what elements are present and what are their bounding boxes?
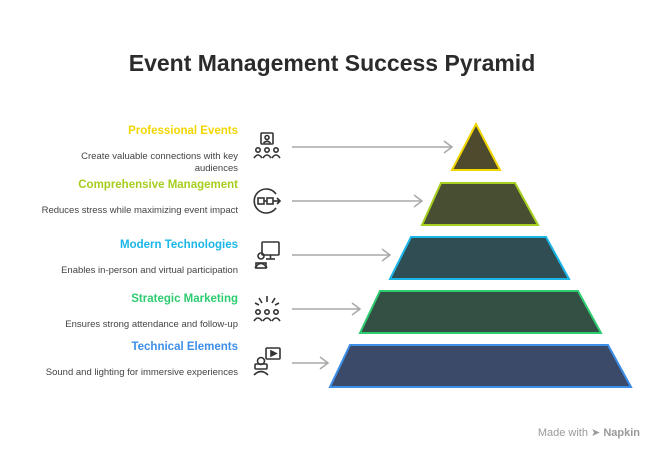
connector-arrow xyxy=(292,194,424,208)
pyramid-tier-modern-technologies xyxy=(388,236,571,280)
level-description: Sound and lighting for immersive experie… xyxy=(45,367,238,378)
connector-arrow xyxy=(292,302,362,316)
level-label-technical-elements: Technical Elements xyxy=(131,341,238,353)
process-management-icon xyxy=(252,186,282,216)
napkin-watermark: Made with ➤ Napkin xyxy=(538,426,640,439)
napkin-logo-icon: ➤ xyxy=(591,427,601,439)
networking-people-icon xyxy=(252,131,282,161)
virtual-presentation-icon xyxy=(252,240,282,270)
connector-arrow xyxy=(292,248,392,262)
connector-arrow xyxy=(292,140,454,154)
level-label-modern-technologies: Modern Technologies xyxy=(120,239,238,251)
watermark-brand: Napkin xyxy=(603,427,640,439)
connector-arrow xyxy=(292,356,330,370)
level-description: Reduces stress while maximizing event im… xyxy=(41,205,238,216)
page-title: Event Management Success Pyramid xyxy=(128,50,536,76)
pyramid-tier-strategic-marketing xyxy=(358,290,603,334)
vr-media-icon xyxy=(252,346,282,376)
watermark-prefix: Made with xyxy=(537,427,588,439)
pyramid-tier-comprehensive-management xyxy=(420,182,540,226)
pyramid-tier-technical-elements xyxy=(328,344,633,388)
level-description: Ensures strong attendance and follow-up xyxy=(65,319,238,330)
level-label-comprehensive-management: Comprehensive Management xyxy=(78,179,238,191)
audience-outreach-icon xyxy=(252,294,282,324)
pyramid-tier-professional-events xyxy=(450,121,502,171)
level-label-strategic-marketing: Strategic Marketing xyxy=(131,293,238,305)
level-description: Enables in-person and virtual participat… xyxy=(61,265,238,276)
level-description: Create valuable connections with key aud… xyxy=(81,151,238,174)
level-label-professional-events: Professional Events xyxy=(128,125,238,137)
